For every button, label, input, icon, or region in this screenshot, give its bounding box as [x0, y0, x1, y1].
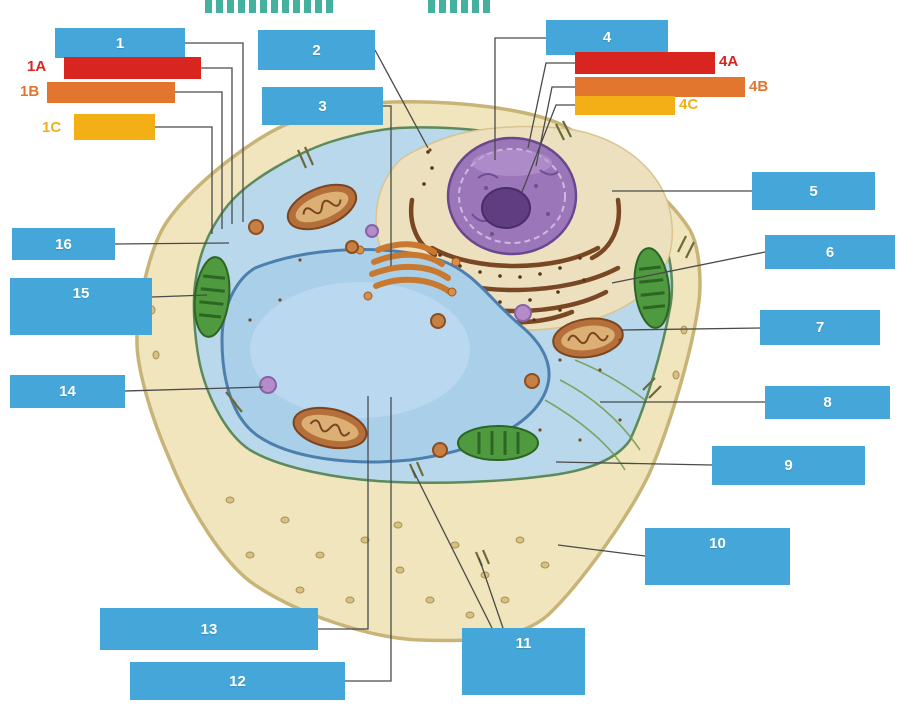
cutoff-text-fragment — [428, 0, 490, 13]
vesicles — [248, 219, 540, 458]
answer-box-6[interactable]: 6 — [765, 235, 895, 269]
leader-line-6 — [611, 251, 766, 284]
leader-line-11a — [412, 469, 493, 629]
answer-box-1-number: 1 — [115, 34, 125, 52]
answer-box-2[interactable]: 2 — [258, 30, 375, 70]
answer-box-14-number: 14 — [59, 383, 76, 400]
leader-lines — [114, 37, 766, 682]
answer-box-16[interactable]: 16 — [12, 228, 115, 260]
nucleolus — [481, 187, 531, 229]
leader-line-4c — [521, 104, 575, 193]
leader-line-11b — [478, 557, 504, 629]
leader-line-3 — [383, 105, 392, 266]
answer-box-9-number: 9 — [784, 457, 793, 474]
answer-box-9[interactable]: 9 — [712, 446, 865, 485]
answer-box-5-number: 5 — [809, 182, 818, 200]
answer-box-1[interactable]: 1 — [55, 28, 185, 58]
cell-wall-pores — [148, 305, 688, 619]
answer-box-3-number: 3 — [318, 97, 327, 115]
mitochondrion — [292, 406, 368, 450]
answer-bar-1a[interactable] — [64, 57, 201, 79]
leader-line-1c — [155, 126, 213, 234]
answer-box-3[interactable]: 3 — [262, 87, 383, 125]
leader-line-4 — [494, 37, 546, 160]
answer-box-13[interactable]: 13 — [100, 608, 318, 650]
leader-line-13 — [318, 396, 369, 630]
answer-bar-4c[interactable] — [575, 96, 675, 115]
leader-line-12 — [345, 397, 392, 682]
answer-box-16-number: 16 — [55, 235, 72, 253]
mitochondrion — [552, 317, 624, 359]
leader-line-9 — [555, 461, 713, 466]
answer-box-15-number: 15 — [72, 285, 90, 302]
central-vacuole — [220, 248, 551, 464]
sub-label-4a: 4A — [719, 53, 739, 70]
leader-line-10 — [557, 544, 646, 557]
answer-box-10[interactable]: 10 — [645, 528, 790, 585]
leader-line-1 — [185, 42, 244, 222]
answer-box-7[interactable]: 7 — [760, 310, 880, 345]
answer-box-15[interactable]: 15 — [10, 278, 152, 335]
answer-box-12-number: 12 — [229, 672, 246, 690]
cytoplasm-ribosomes — [248, 148, 622, 442]
leader-line-16 — [114, 242, 230, 245]
mitochondrion — [286, 183, 358, 231]
cutoff-text-fragment — [205, 0, 333, 13]
answer-box-11-number: 11 — [515, 635, 532, 652]
plasmodesmata — [225, 120, 695, 567]
leader-line-14 — [124, 386, 264, 392]
answer-box-8[interactable]: 8 — [765, 386, 890, 419]
sub-label-1b: 1B — [20, 83, 40, 100]
answer-box-8-number: 8 — [823, 394, 832, 411]
nucleus — [446, 136, 578, 256]
answer-bar-1b[interactable] — [47, 82, 175, 103]
answer-bar-4a[interactable] — [575, 52, 715, 74]
leader-line-1a — [201, 67, 233, 224]
golgi-apparatus — [355, 241, 461, 301]
sub-label-1a: 1A — [27, 58, 47, 75]
answer-box-14[interactable]: 14 — [10, 375, 125, 408]
answer-box-6-number: 6 — [825, 243, 835, 261]
answer-box-12[interactable]: 12 — [130, 662, 345, 700]
sub-label-4b: 4B — [749, 78, 769, 95]
leader-line-4a — [527, 62, 575, 149]
answer-box-11[interactable]: 11 — [462, 628, 585, 695]
answer-box-13-number: 13 — [200, 620, 218, 638]
leader-line-4b — [535, 86, 575, 167]
answer-bar-4b[interactable] — [575, 77, 745, 97]
answer-box-10-number: 10 — [709, 535, 726, 552]
chloroplast — [633, 247, 671, 329]
answer-box-5[interactable]: 5 — [752, 172, 875, 210]
leader-line-15 — [151, 294, 208, 298]
leader-line-7 — [621, 327, 761, 331]
answer-box-2-number: 2 — [312, 41, 321, 59]
answer-box-7-number: 7 — [815, 319, 825, 336]
answer-box-4-number: 4 — [602, 29, 612, 46]
answer-box-4[interactable]: 4 — [546, 20, 668, 55]
leader-line-2 — [374, 49, 429, 149]
leader-line-1b — [175, 91, 223, 229]
answer-bar-1c[interactable] — [74, 114, 155, 140]
sub-label-1c: 1C — [42, 119, 62, 136]
chloroplast — [193, 256, 231, 338]
sub-label-4c: 4C — [679, 96, 699, 113]
chloroplast — [457, 425, 539, 461]
